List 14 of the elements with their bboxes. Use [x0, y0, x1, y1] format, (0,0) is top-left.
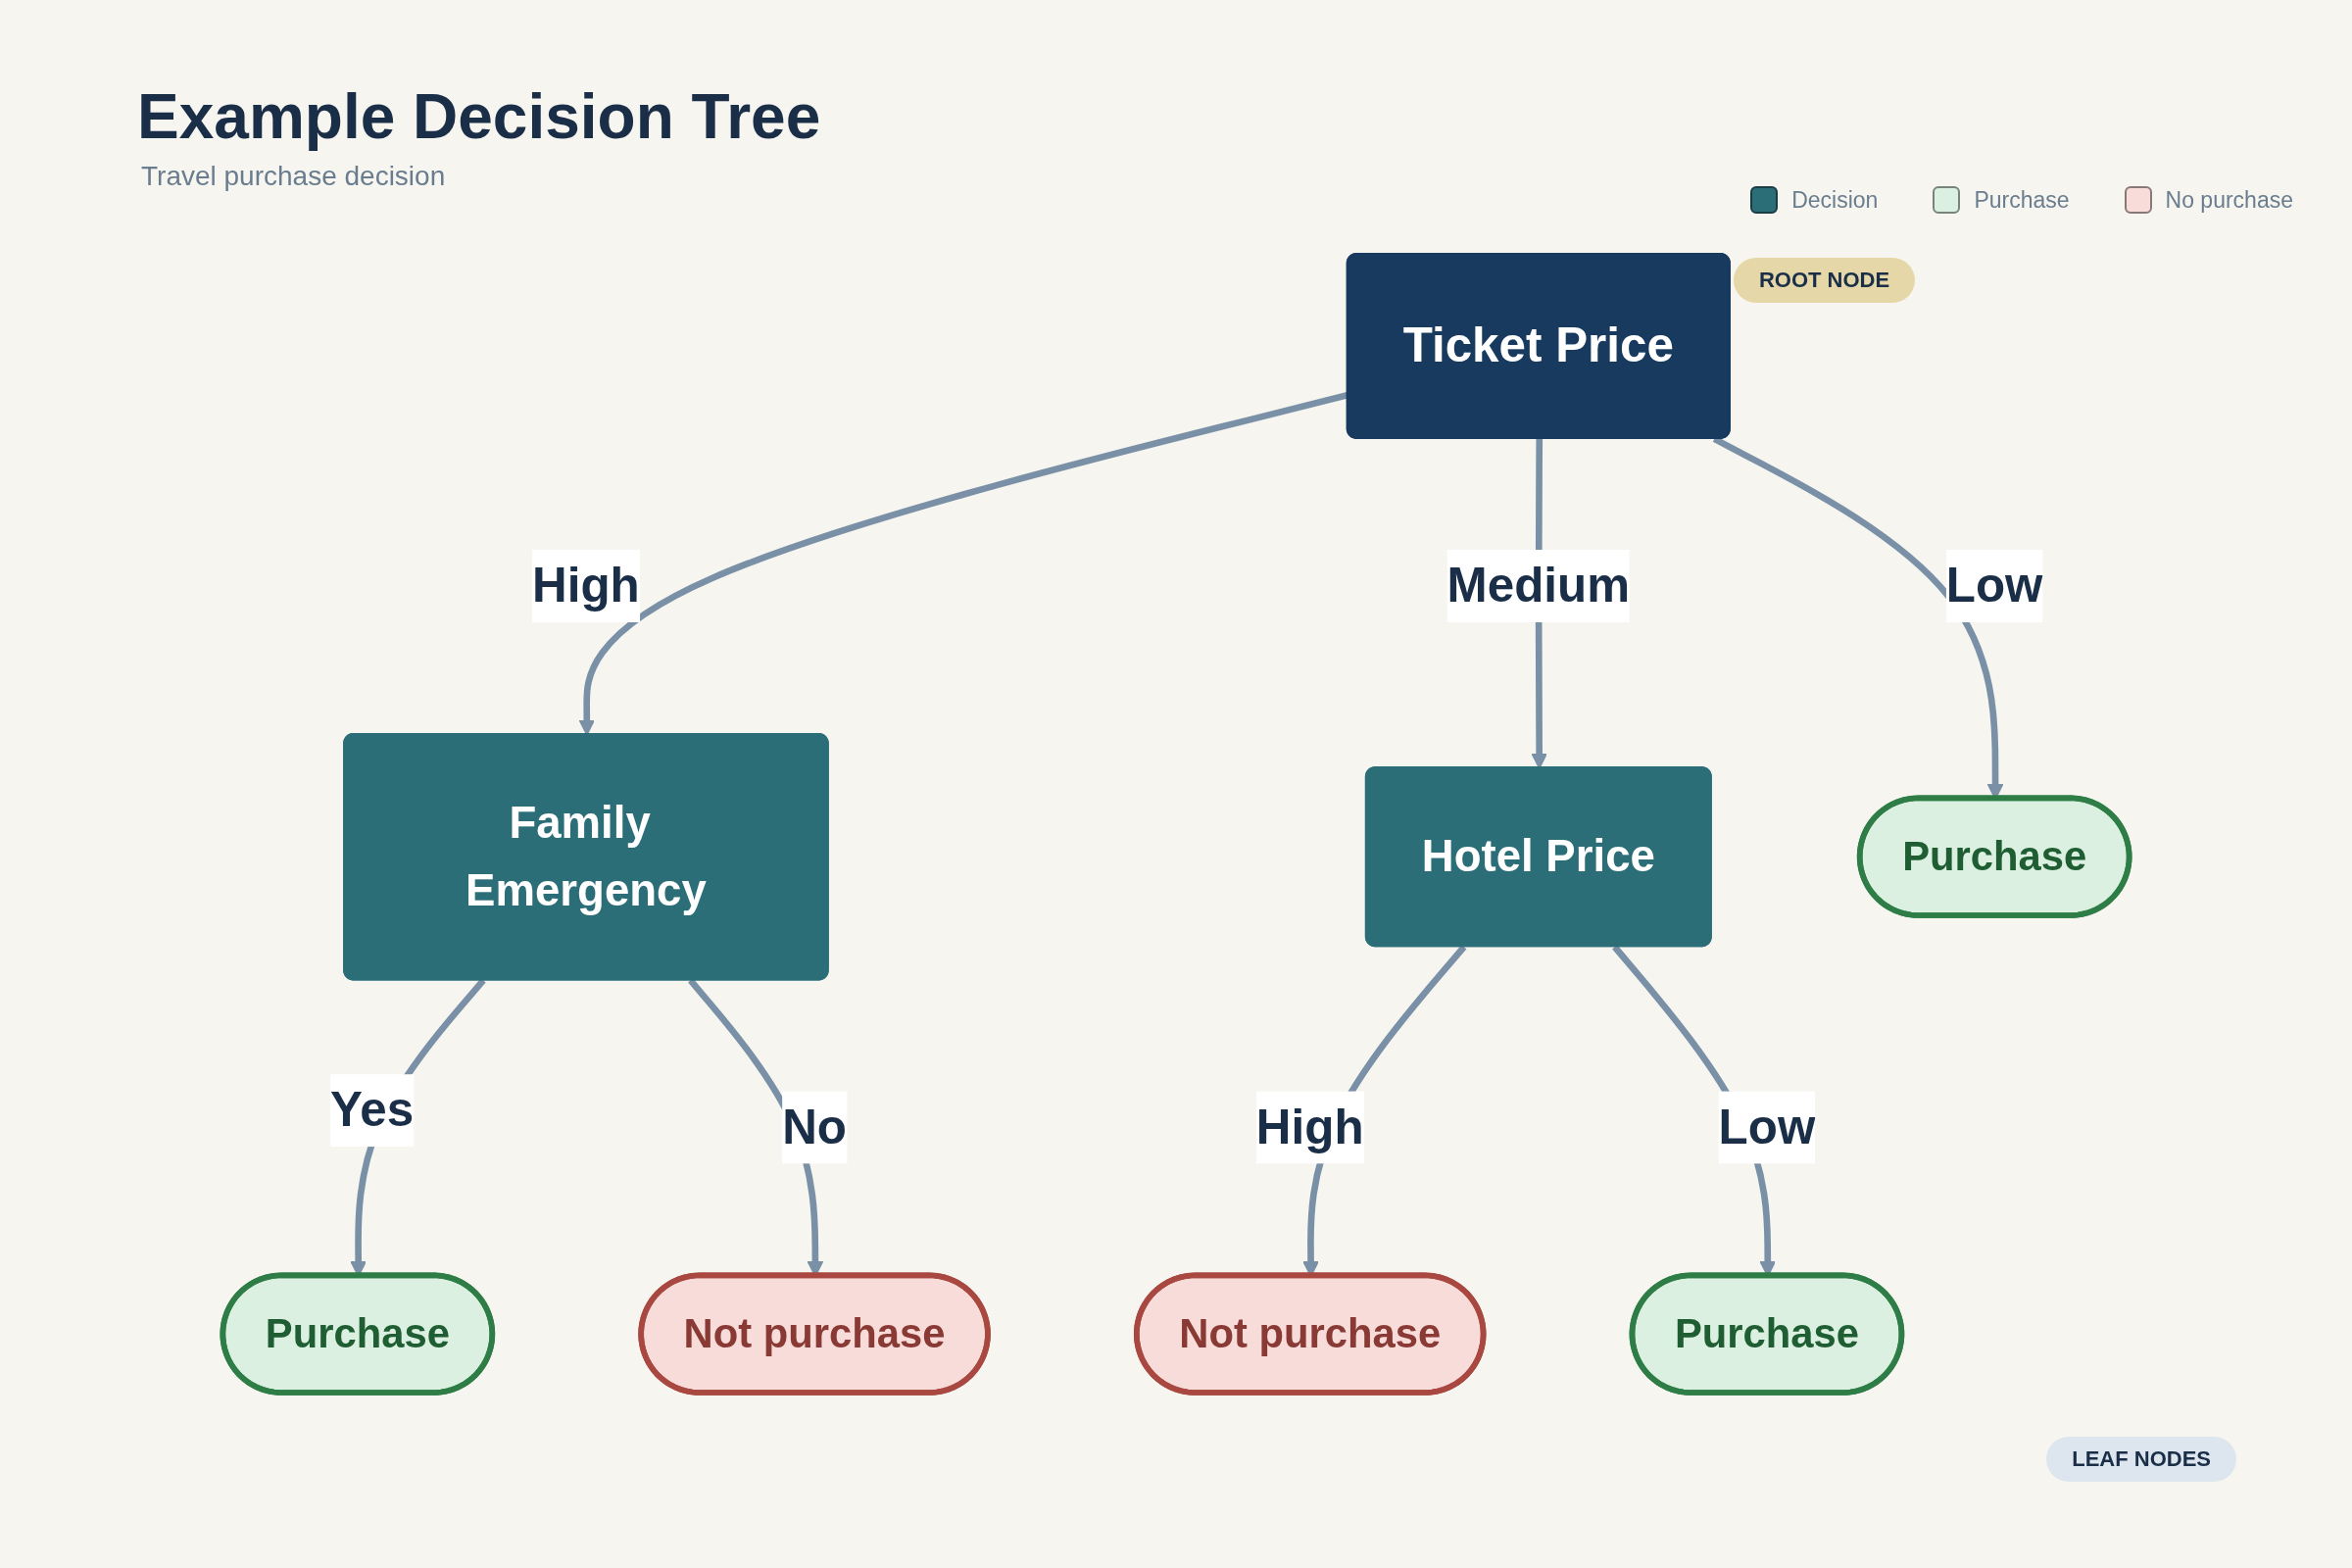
diagram-title: Example Decision Tree: [137, 80, 821, 153]
edge-label: High: [532, 557, 640, 613]
subtitle: Travel purchase decision: [141, 161, 446, 192]
edge-label: High: [1255, 1099, 1364, 1154]
edge-label: No: [782, 1099, 847, 1154]
legend-label: Purchase: [1974, 186, 2070, 214]
legend-label: No purchase: [2165, 186, 2293, 214]
edge-label: Medium: [1446, 557, 1631, 613]
edge-label: Low: [1718, 1099, 1816, 1154]
edge-label: Low: [1945, 557, 2043, 613]
edge-label: Yes: [330, 1081, 415, 1138]
legend-label: Decision: [1791, 186, 1879, 214]
section-tag: LEAF NODES: [2046, 1437, 2236, 1482]
node-tag: ROOT NODE: [1733, 258, 1916, 303]
